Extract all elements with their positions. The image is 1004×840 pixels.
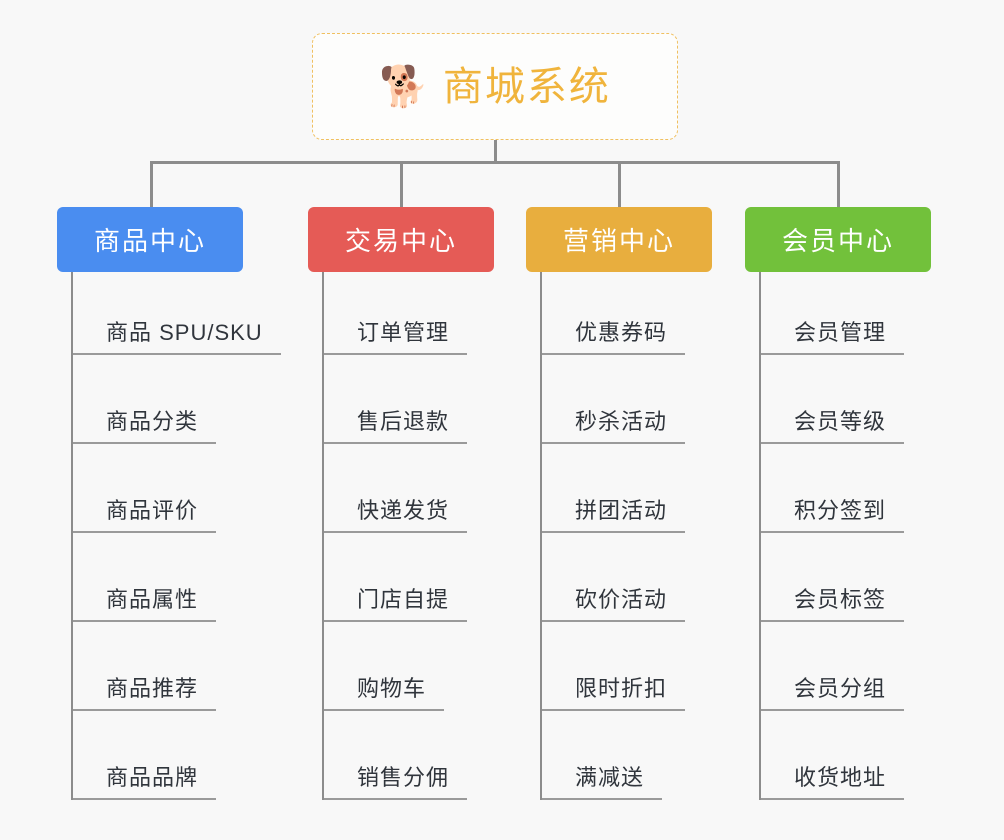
category-label: 会员中心 (781, 226, 894, 256)
list-item[interactable]: 会员管理 (761, 272, 967, 355)
leaf-label: 优惠券码 (542, 315, 686, 355)
leaf-label: 商品分类 (73, 404, 217, 444)
leaf-label: 满减送 (542, 760, 663, 800)
list-item[interactable]: 满减送 (542, 711, 748, 800)
leaf-label: 拼团活动 (542, 493, 686, 533)
category-box-product-center[interactable]: 商品中心 (57, 207, 243, 272)
leaf-label: 销售分佣 (324, 760, 468, 800)
category-box-member-center[interactable]: 会员中心 (745, 207, 931, 272)
leaf-label: 会员标签 (761, 582, 905, 622)
list-item[interactable]: 门店自提 (324, 533, 530, 622)
leaf-label: 秒杀活动 (542, 404, 686, 444)
category-box-marketing-center[interactable]: 营销中心 (526, 207, 712, 272)
category-label: 商品中心 (93, 226, 206, 256)
list-item[interactable]: 订单管理 (324, 272, 530, 355)
list-item[interactable]: 商品品牌 (73, 711, 307, 800)
leaf-label: 积分签到 (761, 493, 905, 533)
leaf-label: 售后退款 (324, 404, 468, 444)
leaf-list-4: 会员管理 会员等级 积分签到 会员标签 会员分组 收货地址 (759, 272, 967, 800)
connector-horizontal-bus (150, 161, 840, 164)
category-label: 交易中心 (344, 226, 457, 256)
connector-drop-category-1 (150, 161, 153, 208)
list-item[interactable]: 优惠券码 (542, 272, 748, 355)
list-item[interactable]: 商品推荐 (73, 622, 307, 711)
leaf-label: 商品推荐 (73, 671, 217, 711)
leaf-label: 订单管理 (324, 315, 468, 355)
connector-drop-category-4 (837, 161, 840, 208)
list-item[interactable]: 商品评价 (73, 444, 307, 533)
leaf-label: 商品属性 (73, 582, 217, 622)
list-item[interactable]: 商品 SPU/SKU (73, 272, 307, 355)
leaf-label: 会员管理 (761, 315, 905, 355)
list-item[interactable]: 拼团活动 (542, 444, 748, 533)
leaf-list-2: 订单管理 售后退款 快递发货 门店自提 购物车 销售分佣 (322, 272, 530, 800)
category-column-4: 会员中心 会员管理 会员等级 积分签到 会员标签 会员分组 收货地址 (745, 207, 967, 800)
leaf-label: 商品评价 (73, 493, 217, 533)
leaf-label: 门店自提 (324, 582, 468, 622)
leaf-label: 商品 SPU/SKU (73, 315, 281, 355)
list-item[interactable]: 限时折扣 (542, 622, 748, 711)
root-node[interactable]: 🐕 商城系统 (312, 33, 678, 140)
leaf-label: 会员等级 (761, 404, 905, 444)
list-item[interactable]: 秒杀活动 (542, 355, 748, 444)
leaf-label: 收货地址 (761, 760, 905, 800)
list-item[interactable]: 售后退款 (324, 355, 530, 444)
category-column-3: 营销中心 优惠券码 秒杀活动 拼团活动 砍价活动 限时折扣 满减送 (526, 207, 748, 800)
category-column-1: 商品中心 商品 SPU/SKU 商品分类 商品评价 商品属性 商品推荐 商品品牌 (57, 207, 307, 800)
root-title: 商城系统 (442, 64, 611, 109)
list-item[interactable]: 会员等级 (761, 355, 967, 444)
list-item[interactable]: 积分签到 (761, 444, 967, 533)
list-item[interactable]: 会员标签 (761, 533, 967, 622)
leaf-label: 限时折扣 (542, 671, 686, 711)
category-column-2: 交易中心 订单管理 售后退款 快递发货 门店自提 购物车 销售分佣 (308, 207, 530, 800)
connector-drop-category-2 (400, 161, 403, 208)
shiba-dog-icon: 🐕 (379, 64, 429, 109)
list-item[interactable]: 商品属性 (73, 533, 307, 622)
leaf-list-1: 商品 SPU/SKU 商品分类 商品评价 商品属性 商品推荐 商品品牌 (71, 272, 307, 800)
list-item[interactable]: 购物车 (324, 622, 530, 711)
leaf-label: 快递发货 (324, 493, 468, 533)
connector-root-stem (494, 140, 497, 164)
list-item[interactable]: 收货地址 (761, 711, 967, 800)
connector-drop-category-3 (618, 161, 621, 208)
leaf-label: 砍价活动 (542, 582, 686, 622)
list-item[interactable]: 销售分佣 (324, 711, 530, 800)
list-item[interactable]: 快递发货 (324, 444, 530, 533)
leaf-list-3: 优惠券码 秒杀活动 拼团活动 砍价活动 限时折扣 满减送 (540, 272, 748, 800)
list-item[interactable]: 会员分组 (761, 622, 967, 711)
leaf-label: 会员分组 (761, 671, 905, 711)
leaf-label: 购物车 (324, 671, 445, 711)
list-item[interactable]: 砍价活动 (542, 533, 748, 622)
list-item[interactable]: 商品分类 (73, 355, 307, 444)
category-label: 营销中心 (562, 226, 675, 256)
category-box-trade-center[interactable]: 交易中心 (308, 207, 494, 272)
leaf-label: 商品品牌 (73, 760, 217, 800)
